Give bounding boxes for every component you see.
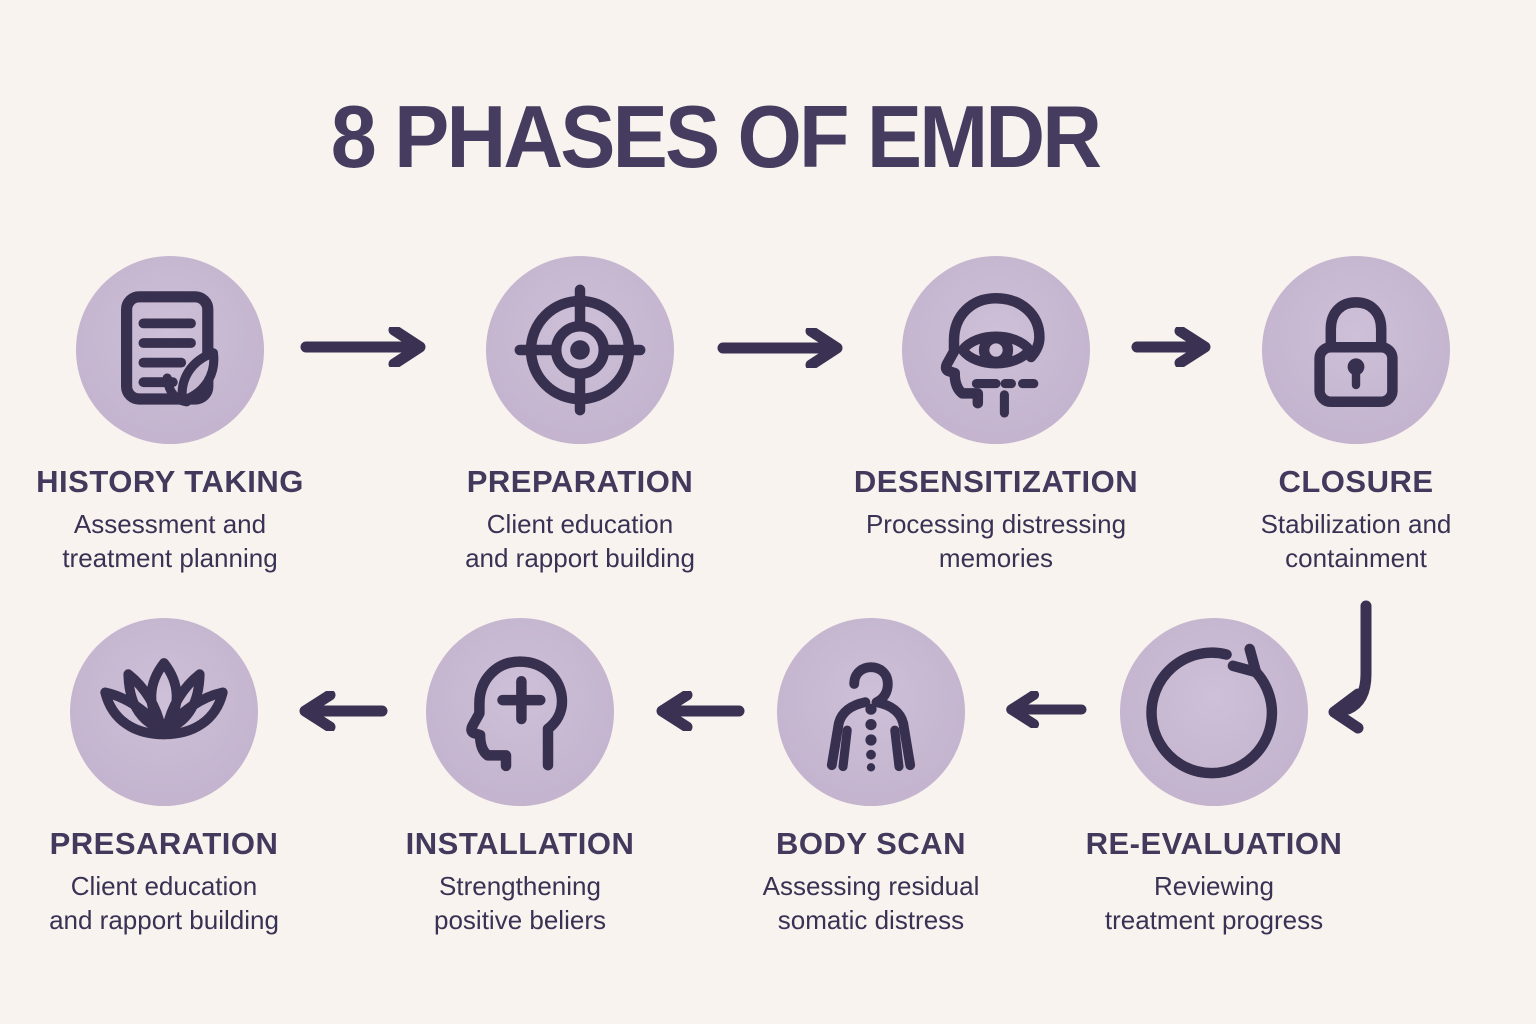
phase-closure: CLOSURE Stabilization and containment [1176,256,1536,575]
phase-description-line: positive beliers [434,905,606,935]
phase-description: Processing distressing memories [866,507,1126,575]
phase-circle [1262,256,1450,444]
phase-body-scan: BODY SCAN Assessing residual somatic dis… [691,618,1051,937]
phase-description: Assessing residual somatic distress [763,869,980,937]
phase-title: PREPARATION [466,464,694,499]
phase-description-line: Assessment and [73,509,267,539]
phase-circle [1120,618,1308,806]
arrow-right-icon [716,328,846,368]
head-plus-icon [450,642,590,782]
phase-description: Client education and rapport building [49,869,279,937]
phase-circle [76,256,264,444]
phase-description-line: treatment progress [1104,905,1324,935]
phase-presaration: PRESARATION Client education and rapport… [0,618,344,937]
phase-circle [777,618,965,806]
phase-description-line: containment [1285,543,1427,573]
phase-circle [486,256,674,444]
target-icon [510,280,650,420]
phase-description: Stabilization and containment [1261,507,1452,575]
phase-description-line: and rapport building [465,543,695,573]
phase-desensitization: DESENSITIZATION Processing distressing m… [816,256,1176,575]
phase-description-line: Processing distressing [865,509,1127,539]
phase-history-taking: HISTORY TAKING Assessment and treatment … [0,256,350,575]
phase-title: CLOSURE [1278,464,1434,499]
document-check-icon [100,280,240,420]
arrow-down-left-curved-icon [1322,598,1378,734]
phase-description: Strengthening positive beliers [434,869,606,937]
phase-description-line: Client education [70,871,258,901]
phase-title: DESENSITIZATION [853,464,1139,499]
phase-circle [426,618,614,806]
phase-title: RE-EVALUATION [1085,826,1343,861]
arrow-left-icon [296,691,388,731]
phase-title: BODY SCAN [776,826,966,861]
arrow-right-icon [298,327,430,367]
phase-title: INSTALLATION [405,826,635,861]
cycle-arrow-icon [1144,642,1284,782]
phase-title: PRESARATION [49,826,279,861]
phase-description-line: Stabilization and [1260,509,1452,539]
phase-description-line: Assessing residual [762,871,980,901]
phase-circle [902,256,1090,444]
phase-description-line: Client education [486,509,674,539]
arrow-left-icon [1003,691,1087,728]
phase-circle [70,618,258,806]
body-scan-icon [801,642,941,782]
page-title: 8 PHASES OF EMDR [330,87,1102,186]
phase-description: Client education and rapport building [465,507,695,575]
phase-description-line: Strengthening [439,871,601,901]
phase-description-line: memories [938,543,1054,573]
phase-description: Assessment and treatment planning [62,507,277,575]
phase-description-line: Reviewing [1154,871,1274,901]
lotus-icon [94,642,234,782]
phase-preparation: PREPARATION Client education and rapport… [400,256,760,575]
phase-description-line: treatment planning [62,543,278,573]
phase-re-evaluation: RE-EVALUATION Reviewing treatment progre… [1034,618,1394,937]
phase-description: Reviewing treatment progress [1105,869,1323,937]
padlock-icon [1286,280,1426,420]
head-eye-icon [926,280,1066,420]
phase-description-line: somatic distress [777,905,965,935]
phase-installation: INSTALLATION Strengthening positive beli… [340,618,700,937]
arrow-left-icon [653,691,745,731]
phase-title: HISTORY TAKING [36,464,304,499]
arrow-right-icon [1131,327,1213,367]
phase-description-line: and rapport building [49,905,279,935]
